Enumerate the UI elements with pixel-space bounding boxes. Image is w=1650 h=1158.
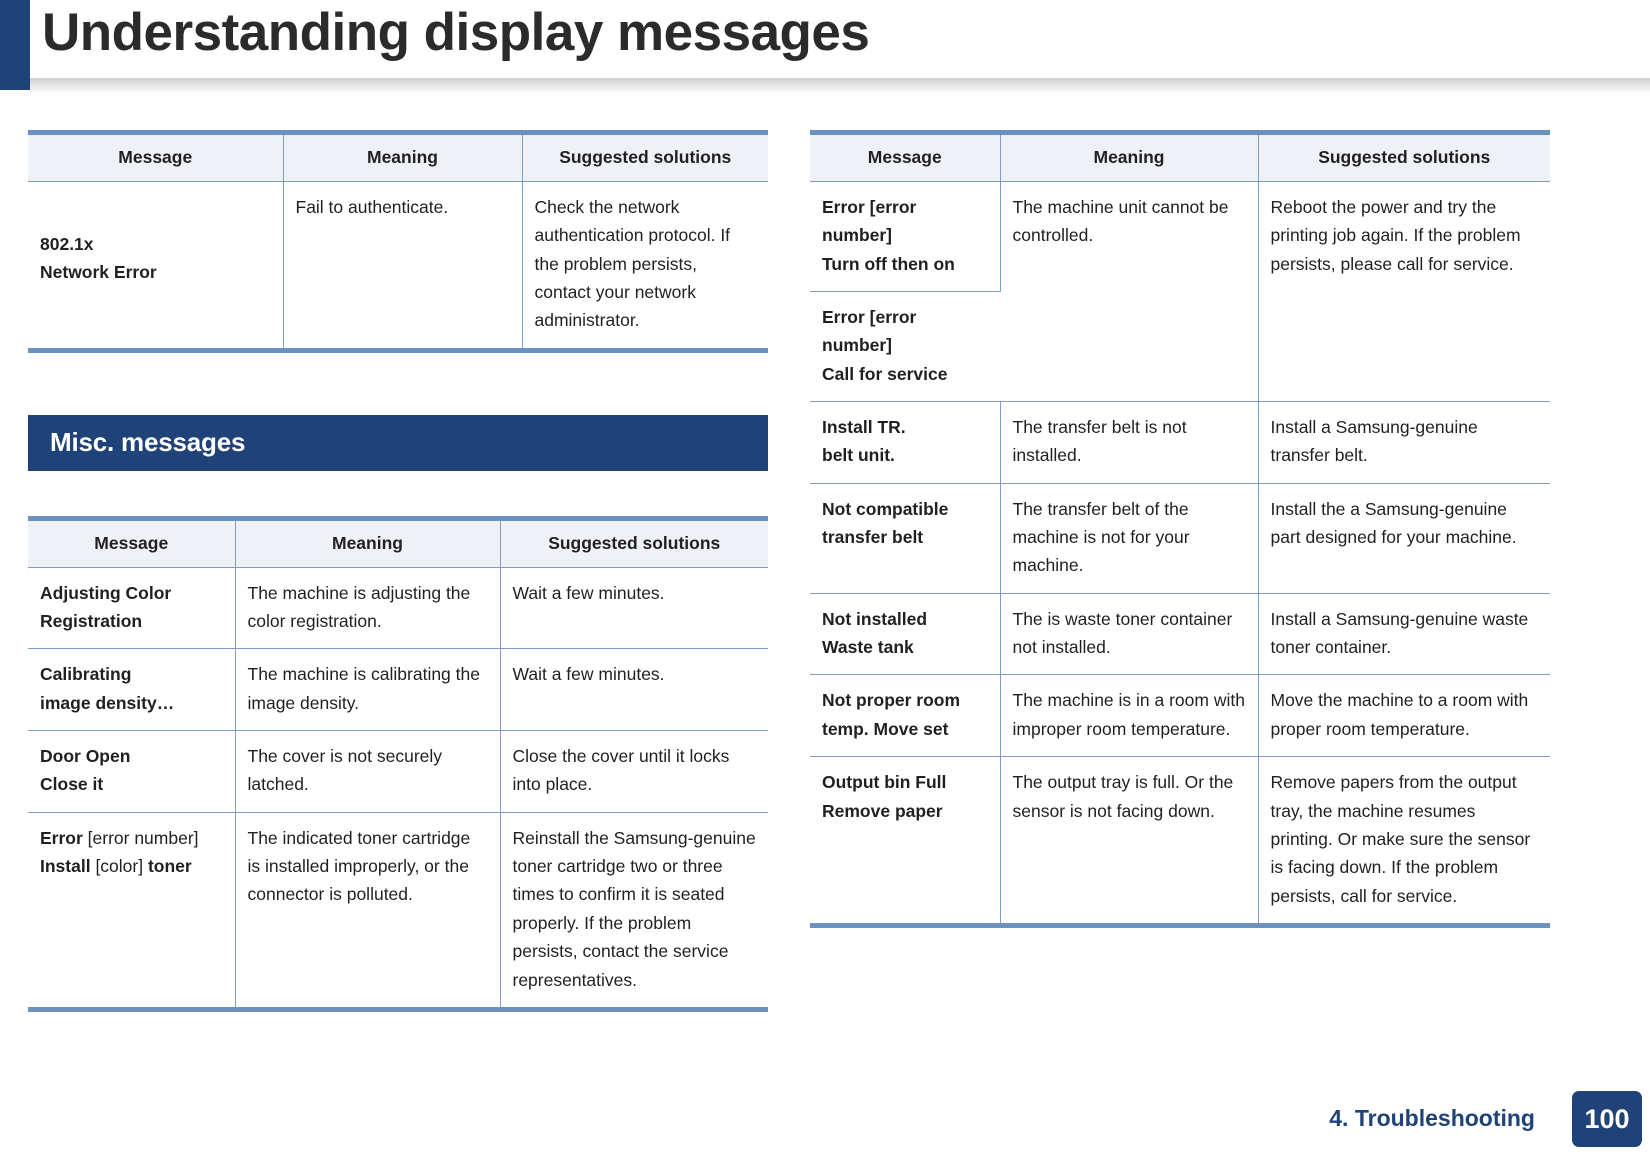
cell-meaning: The indicated toner cartridge is install… xyxy=(235,811,501,1010)
footer-page-number-badge: 100 xyxy=(1572,1091,1642,1147)
cell-solution: Reinstall the Samsung-genuine toner cart… xyxy=(500,811,768,1010)
header-shadow-divider xyxy=(30,78,1650,94)
cell-meaning: The transfer belt is not installed. xyxy=(1000,401,1259,484)
cell-solution: Reboot the power and try the printing jo… xyxy=(1270,197,1521,274)
cell-meaning: The machine unit cannot be controlled. xyxy=(1000,181,1259,402)
cell-message: Error [error number]Install [color] tone… xyxy=(28,811,236,1010)
cell-meaning: Fail to authenticate. xyxy=(283,181,523,351)
column-header-meaning: Meaning xyxy=(235,518,501,568)
cell-solution: Wait a few minutes. xyxy=(500,648,768,731)
cell-solution: Close the cover until it locks into plac… xyxy=(500,730,768,813)
left-column: Message Meaning Suggested solutions 802.… xyxy=(28,130,768,1012)
column-header-message: Message xyxy=(810,132,1001,182)
page-header: Understanding display messages xyxy=(0,0,1650,94)
cell-meaning: The machine is in a room with improper r… xyxy=(1000,674,1259,757)
cell-meaning: The machine is calibrating the image den… xyxy=(235,648,501,731)
table-row: Error [error number]Install [color] tone… xyxy=(28,811,768,1010)
header-accent-bar xyxy=(0,0,30,90)
cell-message: Error [error number]Turn off then on xyxy=(810,181,1001,292)
column-header-meaning: Meaning xyxy=(283,132,523,182)
footer-section-label: 4. Troubleshooting xyxy=(1329,1105,1535,1131)
cell-solution: Install the a Samsung-genuine part desig… xyxy=(1258,482,1550,594)
cell-message: Install TR.belt unit. xyxy=(810,401,1001,484)
cell-meaning: The is waste toner container not install… xyxy=(1000,592,1259,675)
misc-messages-section: Misc. messages xyxy=(28,414,768,471)
misc-continued-table-body: Error [error number]Turn off then on The… xyxy=(810,181,1550,926)
cell-solution: Wait a few minutes. xyxy=(512,582,665,603)
column-header-meaning: Meaning xyxy=(1000,132,1259,182)
column-header-suggested-solutions: Suggested solutions xyxy=(1258,132,1550,182)
network-error-table: Message Meaning Suggested solutions 802.… xyxy=(28,130,768,353)
cell-meaning: The output tray is full. Or the sensor i… xyxy=(1000,756,1259,926)
cell-message: Error [error number]Call for service xyxy=(810,291,1000,402)
table-row: Install TR.belt unit. The transfer belt … xyxy=(810,401,1550,484)
cell-solution: Remove papers from the output tray, the … xyxy=(1258,756,1550,926)
table-row: Error [error number]Call for service xyxy=(810,291,1550,402)
column-header-suggested-solutions: Suggested solutions xyxy=(522,132,768,182)
cell-meaning: The machine is adjusting the color regis… xyxy=(235,567,501,649)
cell-meaning: The cover is not securely latched. xyxy=(235,730,501,813)
table-header-row: Message Meaning Suggested solutions xyxy=(28,132,768,182)
section-banner-misc-messages: Misc. messages xyxy=(28,414,768,471)
misc-messages-continued-table: Message Meaning Suggested solutions Erro… xyxy=(810,130,1550,928)
column-header-message: Message xyxy=(28,518,236,568)
right-column: Message Meaning Suggested solutions Erro… xyxy=(810,130,1550,928)
column-header-suggested-solutions: Suggested solutions xyxy=(500,518,768,568)
table-header-row: Message Meaning Suggested solutions xyxy=(810,132,1550,182)
table-row: Error [error number]Turn off then on The… xyxy=(810,181,1550,402)
cell-solution: Check the network authentication protoco… xyxy=(534,197,731,331)
cell-meaning: The transfer belt of the machine is not … xyxy=(1000,482,1259,594)
page-footer: 4. Troubleshooting 100 xyxy=(0,1062,1650,1158)
column-header-message: Message xyxy=(28,132,284,182)
table-header-row: Message Meaning Suggested solutions xyxy=(28,518,768,568)
misc-messages-table: Message Meaning Suggested solutions Adju… xyxy=(28,515,768,1012)
cell-solution: Install a Samsung-genuine transfer belt. xyxy=(1258,401,1550,484)
cell-solution: Install a Samsung-genuine waste toner co… xyxy=(1258,592,1550,675)
page-title: Understanding display messages xyxy=(42,3,870,62)
cell-solution: Move the machine to a room with proper r… xyxy=(1258,674,1550,757)
